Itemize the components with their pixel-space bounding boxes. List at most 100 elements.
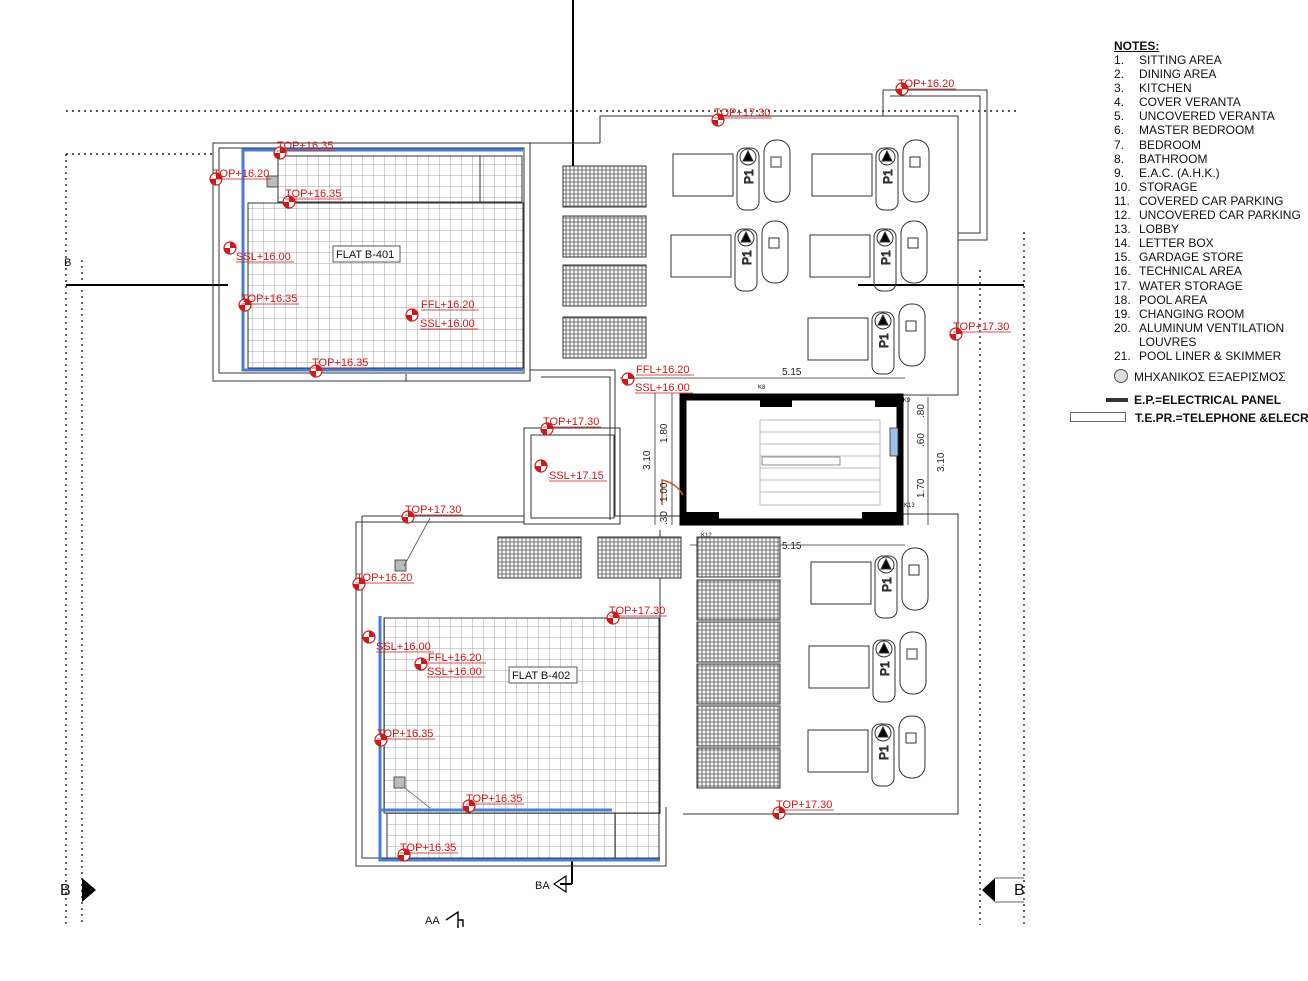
notes-item-text: DINING AREA <box>1139 67 1217 82</box>
notes-item: 9.E.A.C. (A.H.K.) <box>1114 166 1308 180</box>
parking-label: P1 <box>740 250 754 265</box>
level-marker: TOP+16.35 <box>309 357 370 378</box>
legend-electrical-panel-text: E.P.=ELECTRICAL PANEL <box>1134 393 1282 407</box>
notes-item: 16. TECHNICAL AREA <box>1114 264 1308 278</box>
flat-b401-tiled-area <box>247 202 524 369</box>
notes-item: 3. KITCHEN <box>1114 81 1308 95</box>
parking-space: P1 <box>672 139 791 211</box>
tag-k12: K12 <box>701 533 712 539</box>
svg-text:B: B <box>64 257 71 269</box>
level-label: SSL+16.00 <box>635 382 690 394</box>
notes-item-number: 17. <box>1114 278 1131 293</box>
parking-space: P1 <box>811 139 930 211</box>
level-label: TOP+17.30 <box>714 107 770 119</box>
section-marker-b-left-top: B <box>64 257 71 269</box>
level-marker: TOP+16.35 <box>282 188 343 209</box>
telephone-panel-symbol <box>1070 412 1126 422</box>
section-marker-aa: AA <box>425 910 464 928</box>
level-marker: TOP+16.35 <box>374 728 435 747</box>
level-marker: TOP+16.35 <box>462 793 524 813</box>
level-marker: TOP+17.30 <box>540 416 601 436</box>
notes-item-text: POOL LINER & SKIMMER <box>1139 348 1282 363</box>
notes-item-text: STORAGE <box>1139 179 1198 194</box>
notes-item: 2. DINING AREA <box>1114 67 1308 81</box>
parking-space: P1 <box>810 547 929 619</box>
notes-item-number: 6. <box>1114 123 1125 138</box>
notes-item-number: 14. <box>1114 236 1131 251</box>
parking-space: P1 <box>808 631 927 703</box>
flat-b402-pool-edge <box>378 616 660 862</box>
electrical-panel-symbol <box>1106 398 1128 402</box>
stair-core <box>661 393 904 526</box>
level-label: SSL+16.00 <box>236 251 291 263</box>
notes-item-number: 4. <box>1114 95 1125 110</box>
notes-item-number: 12. <box>1114 208 1131 223</box>
level-label: SSL+17.15 <box>549 470 604 482</box>
notes-item-number: 9. <box>1114 165 1125 180</box>
notes-item: LOUVRES <box>1114 335 1308 349</box>
tag-k13: K13 <box>904 503 915 509</box>
level-label: SSL+16.00 <box>427 666 482 678</box>
notes-item-text: KITCHEN <box>1139 81 1192 96</box>
level-marker: TOP+16.20 <box>209 168 271 186</box>
svg-text:AA: AA <box>425 915 440 927</box>
notes-item-text: POOL AREA <box>1139 292 1208 307</box>
level-label: FFL+16.20 <box>421 299 475 311</box>
parking-label: P1 <box>879 250 893 265</box>
legend-ventilation-text: ΜΗΧΑΝΙΚΟΣ ΕΞΑΕΡΙΣΜΟΣ <box>1134 370 1286 384</box>
level-label: TOP+17.30 <box>543 416 599 428</box>
legend-telephone-panel: T.E.PR.=TELEPHONE &ELECRIC <box>1070 411 1308 425</box>
level-label: TOP+16.20 <box>213 168 269 180</box>
notes-item-text: BEDROOM <box>1139 137 1202 152</box>
svg-text:B: B <box>60 882 71 899</box>
notes-item: 8.BATHROOM <box>1114 152 1308 166</box>
notes-item-number: 19. <box>1114 306 1131 321</box>
parking-space: P1 <box>807 303 926 375</box>
notes-item: 4.COVER VERANTA <box>1114 95 1308 109</box>
level-marker: TOP+16.35 <box>397 842 458 862</box>
level-marker-icon <box>534 459 548 473</box>
notes-item: 10.STORAGE <box>1114 180 1308 194</box>
notes-item: 18.POOL AREA <box>1114 293 1308 307</box>
level-label: TOP+16.20 <box>356 572 412 584</box>
notes-item: 19.CHANGING ROOM <box>1114 307 1308 321</box>
level-marker: TOP+16.20 <box>352 572 414 591</box>
notes-item-text: TECHNICAL AREA <box>1139 264 1242 279</box>
notes-item: 14.LETTER BOX <box>1114 236 1308 250</box>
level-markers: TOP+16.20TOP+16.35TOP+16.35SSL+16.00TOP+… <box>209 78 1011 862</box>
flat-b401-strip-fill <box>479 155 523 203</box>
level-label: TOP+16.35 <box>285 188 341 200</box>
level-marker: TOP+17.30 <box>949 321 1011 341</box>
notes-item: 11.COVERED CAR PARKING <box>1114 194 1308 208</box>
notes-item-number: 16. <box>1114 264 1131 279</box>
notes-item-text: MASTER BEDROOM <box>1139 123 1255 138</box>
level-label: SSL+16.00 <box>420 318 475 330</box>
notes-item-number: 3. <box>1114 81 1125 96</box>
legend-telephone-panel-text: T.E.PR.=TELEPHONE &ELECRIC <box>1135 411 1308 425</box>
level-marker: FFL+16.20 <box>621 364 694 386</box>
dimension-80: .80 <box>916 404 927 418</box>
legend-electrical-panel: E.P.=ELECTRICAL PANEL <box>1106 393 1308 407</box>
parking-space: P1 <box>809 220 928 292</box>
level-label: FFL+16.20 <box>636 364 690 376</box>
level-marker: TOP+17.30 <box>401 504 463 524</box>
parking-label: P1 <box>742 169 756 184</box>
level-marker-icon <box>362 630 376 644</box>
level-label: TOP+17.30 <box>776 799 832 811</box>
level-marker: SSL+16.00 <box>427 666 485 678</box>
dimension-100: 1.00 <box>659 482 670 502</box>
dimension-width-bottom: 5.15 <box>782 541 802 552</box>
notes-title: NOTES: <box>1114 39 1160 53</box>
notes-item-number: 2. <box>1114 67 1125 82</box>
level-marker-icon <box>621 372 635 386</box>
level-label: FFL+16.20 <box>428 652 482 664</box>
level-marker: SSL+16.00 <box>420 318 478 330</box>
notes-item-text: ALUMINUM VENTILATION <box>1139 320 1285 335</box>
ventilation-louvres-bottom <box>497 536 781 789</box>
notes-item: 12.UNCOVERED CAR PARKING <box>1114 208 1308 222</box>
notes-item-number: 13. <box>1114 222 1131 237</box>
level-label: TOP+16.35 <box>277 140 333 152</box>
legend-ventilation: ΜΗΧΑΝΙΚΟΣ ΕΞΑΕΡΙΣΜΟΣ <box>1114 369 1308 384</box>
level-marker: TOP+16.20 <box>895 78 956 96</box>
level-marker: SSL+16.00 <box>223 241 294 263</box>
